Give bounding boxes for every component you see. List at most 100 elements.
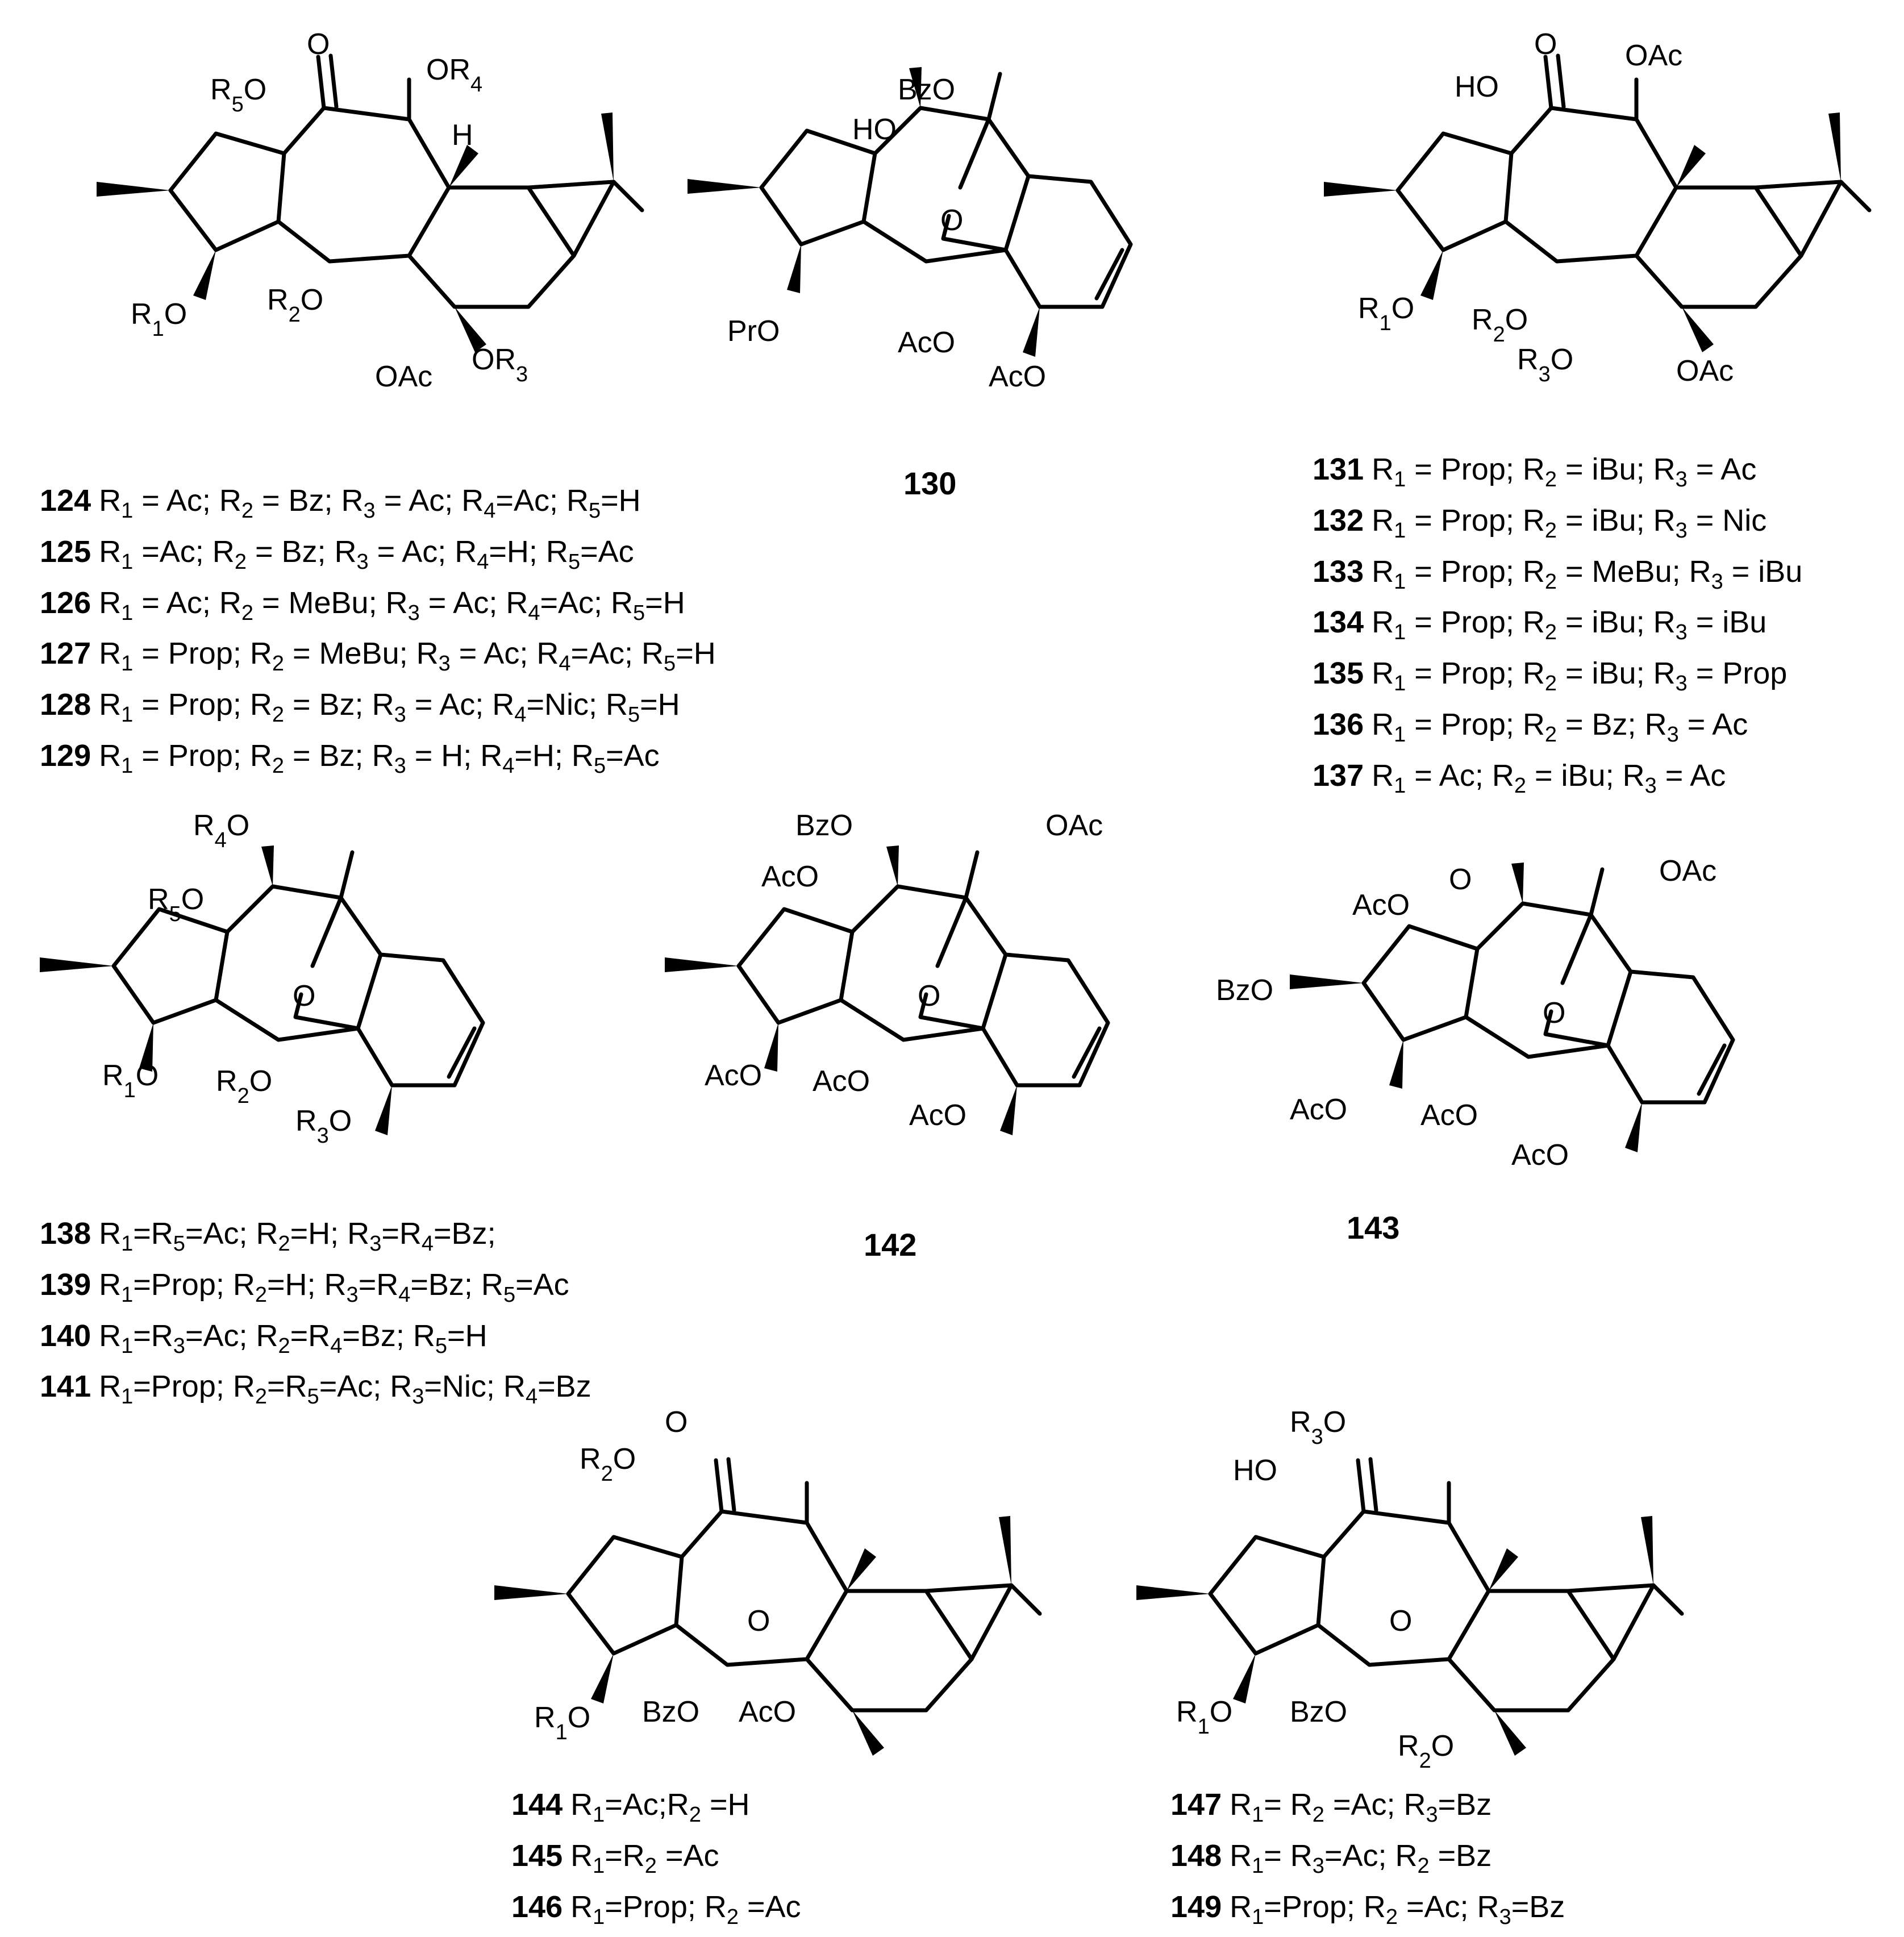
compound-id: 128 — [40, 688, 91, 722]
substituent-text: R1 =Ac; R2 = Bz; R3 = Ac; R4=H; R5=Ac — [99, 534, 634, 574]
label-aco-1: AcO — [898, 326, 955, 359]
compound-id: 127 — [40, 636, 91, 671]
label-oac: OAc — [1659, 855, 1716, 888]
compound-id: 136 — [1313, 707, 1364, 742]
compound-id: 144 — [511, 1788, 563, 1822]
compound-id: 135 — [1313, 656, 1364, 691]
compound-id: 146 — [511, 1889, 563, 1924]
label-aco-3: AcO — [909, 1099, 966, 1132]
structure-142: BzO AcO OAc O AcO AcO AcO — [665, 809, 1108, 1135]
substituent-text: R1 = Prop; R2 = MeBu; R3 = iBu — [1372, 554, 1803, 594]
substituent-text: R1 = Prop; R2 = iBu; R3 = Prop — [1372, 656, 1788, 695]
label-bridge-o: O — [293, 980, 315, 1013]
structure-144: R2O O O R1O BzO AcO — [494, 1406, 1040, 1756]
compound-id: 140 — [40, 1318, 91, 1353]
label-r3o: R3O — [1517, 343, 1573, 386]
label-aco-2: AcO — [1420, 1099, 1478, 1132]
label-or4: OR4 — [426, 53, 482, 97]
substituent-text: R1=Prop; R2 =Ac; R3=Bz — [1230, 1889, 1565, 1929]
label-ketone-o: O — [307, 28, 330, 61]
substituent-text: R1=Ac;R2 =H — [570, 1788, 750, 1827]
label-ho: HO — [1455, 70, 1499, 103]
compound-id: 137 — [1313, 758, 1364, 793]
compound-id: 125 — [40, 534, 91, 569]
compound-id: 138 — [40, 1217, 91, 1251]
label-r1o: R1O — [102, 1059, 159, 1102]
label-aco-1: AcO — [1290, 1093, 1347, 1126]
compound-id-142: 142 — [864, 1227, 916, 1263]
label-bzo: BzO — [898, 73, 955, 106]
compound-id: 134 — [1313, 605, 1364, 640]
label-r2o: R2O — [216, 1065, 272, 1108]
label-r3o: R3O — [295, 1105, 352, 1148]
structure-147: R3O HO O R1O BzO R2O — [1136, 1406, 1682, 1773]
label-or3: OR3 — [472, 343, 528, 386]
compound-id: 149 — [1170, 1889, 1222, 1924]
substituent-text: R1=Prop; R2 =Ac — [570, 1889, 801, 1929]
label-r2o: R2O — [1398, 1730, 1454, 1773]
label-r5o: R5O — [210, 73, 266, 116]
label-bzo: BzO — [1290, 1696, 1347, 1728]
structure-124: R5O O OR4 H R1O R2O OAc OR3 — [97, 28, 642, 393]
substituent-text: R1 = Prop; R2 = iBu; R3 = iBu — [1372, 605, 1767, 645]
compound-id: 147 — [1170, 1788, 1222, 1822]
structure-130: BzO HO O PrO AcO AcO — [688, 67, 1131, 393]
substituent-text: R1 = Ac; R2 = MeBu; R3 = Ac; R4=Ac; R5=H — [99, 585, 685, 625]
substituent-text: R1= R3=Ac; R2 =Bz — [1230, 1838, 1492, 1878]
compound-id: 148 — [1170, 1838, 1222, 1873]
substituent-text: R1=Prop; R2=H; R3=R4=Bz; R5=Ac — [99, 1267, 569, 1307]
substituent-text: R1 = Ac; R2 = iBu; R3 = Ac — [1372, 758, 1726, 798]
label-pro: PrO — [727, 315, 780, 348]
label-r2o: R2O — [267, 284, 323, 327]
label-ketone-o: O — [1449, 863, 1472, 896]
label-ho: HO — [852, 113, 897, 146]
label-bridge-o: O — [940, 204, 963, 237]
label-bzo: BzO — [1216, 974, 1273, 1007]
substituent-text: R1 = Prop; R2 = Bz; R3 = H; R4=H; R5=Ac — [99, 738, 660, 778]
substituent-text: R1=R3=Ac; R2=R4=Bz; R5=H — [99, 1318, 488, 1358]
substituent-text: R1 = Ac; R2 = Bz; R3 = Ac; R4=Ac; R5=H — [99, 484, 641, 523]
substituent-text: R1= R2 =Ac; R3=Bz — [1230, 1788, 1492, 1827]
label-aco-3: AcO — [1511, 1139, 1569, 1172]
label-bzo: BzO — [642, 1696, 699, 1728]
compound-id: 145 — [511, 1838, 563, 1873]
label-r2o: R2O — [580, 1443, 636, 1486]
label-aco-1: AcO — [705, 1059, 762, 1092]
label-bzo: BzO — [795, 809, 853, 842]
structure-131: HO O OAc R1O R2O R3O OAc — [1324, 28, 1869, 388]
substituent-text: R1 = Prop; R2 = iBu; R3 = Ac — [1372, 452, 1757, 491]
structure-138: R4O R5O O R1O R2O R3O — [40, 809, 483, 1148]
label-r1o: R1O — [1358, 292, 1414, 335]
compound-id-130: 130 — [903, 465, 956, 501]
label-aco-top: AcO — [761, 860, 819, 893]
substituent-text: R1=R5=Ac; R2=H; R3=R4=Bz; — [99, 1217, 496, 1256]
label-oac: OAc — [375, 360, 432, 393]
label-r2o: R2O — [1472, 303, 1528, 347]
label-aco-top: AcO — [1352, 889, 1410, 922]
label-r4o: R4O — [193, 809, 249, 852]
label-ketone-o: O — [665, 1406, 688, 1439]
label-bridge-o: O — [918, 980, 940, 1013]
compound-id: 132 — [1313, 503, 1364, 538]
label-r5o: R5O — [148, 883, 204, 926]
compound-id-143: 143 — [1347, 1210, 1399, 1245]
